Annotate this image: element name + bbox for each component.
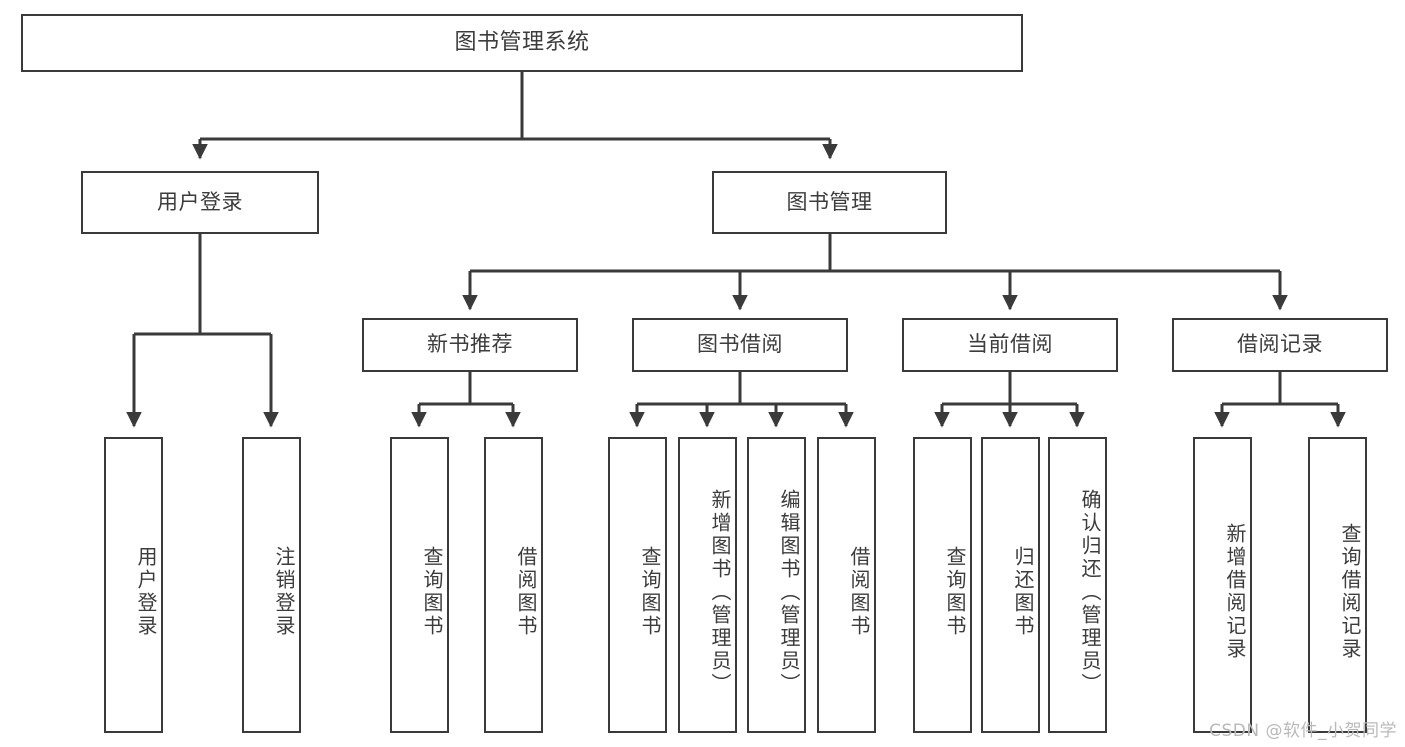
csdn-watermark: CSDN @软件_小贺同学	[1209, 721, 1397, 741]
node-label: 查询图书	[420, 546, 444, 638]
leaf-query-book-recommend[interactable]: 查询图书	[390, 437, 449, 733]
node-label: 用户登录	[134, 546, 158, 638]
node-label: 查询图书	[943, 546, 967, 638]
node-root-book-management-system[interactable]: 图书管理系统	[21, 14, 1023, 72]
node-label: 新增图书（管理员）	[708, 488, 732, 696]
node-label: 用户登录	[157, 189, 243, 214]
node-label: 编辑图书（管理员）	[777, 488, 801, 696]
node-label: 图书借阅	[697, 332, 783, 357]
leaf-edit-book-admin[interactable]: 编辑图书（管理员）	[747, 437, 806, 733]
leaf-query-book-current[interactable]: 查询图书	[913, 437, 972, 733]
node-label: 借阅记录	[1237, 332, 1323, 357]
node-label: 借阅图书	[514, 546, 538, 638]
node-current-borrow[interactable]: 当前借阅	[902, 318, 1118, 372]
leaf-add-book-admin[interactable]: 新增图书（管理员）	[678, 437, 737, 733]
node-label: 注销登录	[272, 546, 296, 638]
leaf-add-borrow-record[interactable]: 新增借阅记录	[1193, 437, 1252, 733]
node-label: 新书推荐	[427, 332, 513, 357]
node-label: 查询图书	[638, 546, 662, 638]
node-label: 图书管理系统	[454, 29, 590, 55]
node-label: 借阅图书	[847, 546, 871, 638]
node-label: 新增借阅记录	[1223, 523, 1247, 661]
node-label: 归还图书	[1011, 546, 1035, 638]
node-book-borrow[interactable]: 图书借阅	[632, 318, 848, 372]
leaf-borrow-book-recommend[interactable]: 借阅图书	[484, 437, 543, 733]
node-label: 图书管理	[786, 189, 873, 214]
leaf-logout-login[interactable]: 注销登录	[242, 437, 301, 733]
leaf-query-book-borrow[interactable]: 查询图书	[608, 437, 667, 733]
node-new-book-recommend[interactable]: 新书推荐	[362, 318, 578, 372]
node-label: 确认归还（管理员）	[1078, 488, 1102, 696]
leaf-return-book[interactable]: 归还图书	[981, 437, 1040, 733]
node-book-management[interactable]: 图书管理	[712, 171, 947, 234]
leaf-user-login[interactable]: 用户登录	[104, 437, 163, 733]
node-borrow-record[interactable]: 借阅记录	[1172, 318, 1388, 372]
node-user-login[interactable]: 用户登录	[81, 171, 319, 234]
leaf-confirm-return-admin[interactable]: 确认归还（管理员）	[1048, 437, 1107, 733]
leaf-borrow-book[interactable]: 借阅图书	[817, 437, 876, 733]
node-label: 当前借阅	[967, 332, 1053, 357]
leaf-query-borrow-record[interactable]: 查询借阅记录	[1308, 437, 1367, 733]
node-label: 查询借阅记录	[1338, 523, 1362, 661]
